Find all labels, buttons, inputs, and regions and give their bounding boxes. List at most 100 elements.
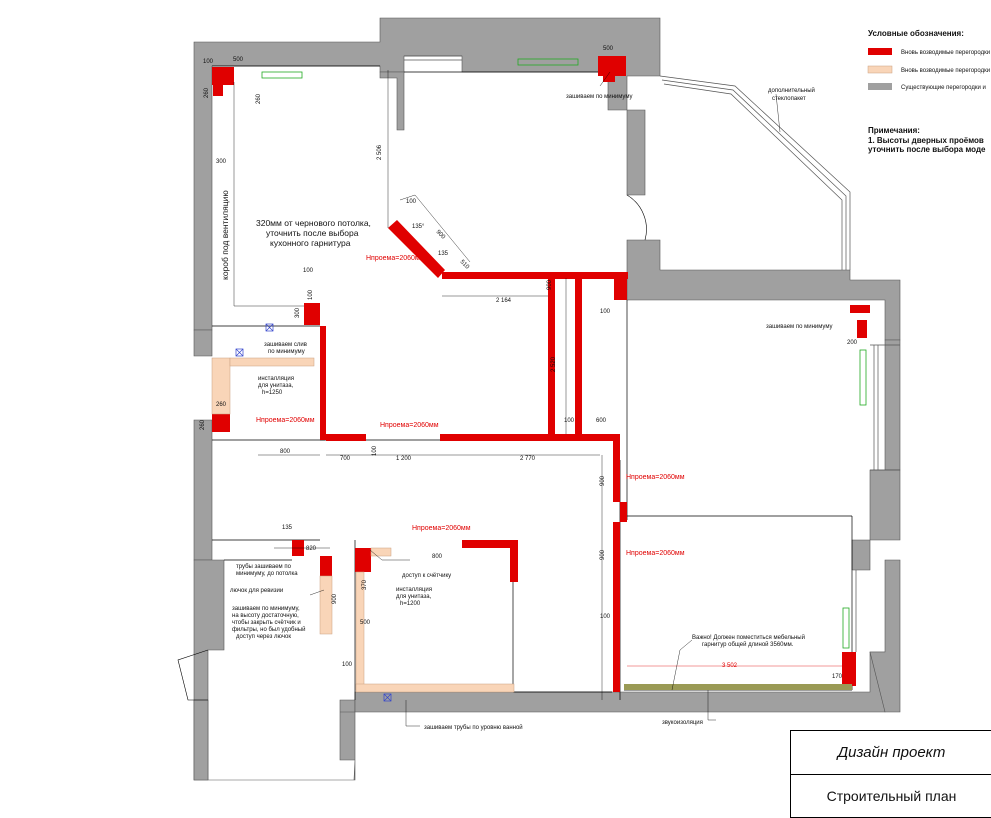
legend-swatch-beige xyxy=(867,65,893,74)
door-height-1: Hпроема=2060мм xyxy=(366,255,425,262)
dim-100-e: 100 xyxy=(308,289,314,300)
dim-135-deg: 135° xyxy=(412,224,425,230)
notes-line-1: 1. Высоты дверных проёмов xyxy=(868,136,984,145)
dim-2164: 2 164 xyxy=(496,298,512,304)
legend: Условные обозначения: Вновь возводимые п… xyxy=(867,29,990,154)
dim-2770: 2 770 xyxy=(520,456,536,462)
dim-100-f: 100 xyxy=(372,445,378,456)
dim-700: 700 xyxy=(340,456,351,462)
soundproof-note: звукоизоляция xyxy=(662,720,703,726)
stitch-min-note-1: зашиваем по минимуму xyxy=(566,94,633,100)
dim-100-d: 100 xyxy=(303,268,314,274)
dim-135: 135 xyxy=(438,251,449,257)
door-height-3: Hпроема=2060мм xyxy=(380,422,439,429)
install-2-line-1: инсталляция xyxy=(396,587,432,593)
dim-2520: 2 520 xyxy=(551,356,557,372)
legend-item-grey: Существующие перегородки и xyxy=(901,85,986,91)
install-2-line-3: h=1200 xyxy=(400,601,421,607)
vent-box-label: короб под вентиляцию xyxy=(220,190,230,280)
title-block-project: Дизайн проект xyxy=(790,730,991,774)
door-height-6: Hпроема=2060мм xyxy=(626,550,685,557)
hatch-note: лючок для ревизии xyxy=(230,588,283,594)
existing-walls xyxy=(193,17,901,781)
dim-900-b: 900 xyxy=(547,279,553,290)
windows xyxy=(404,55,900,652)
dim-300: 300 xyxy=(216,159,227,165)
markers xyxy=(235,323,392,702)
glazing-note-2: стеклопакет xyxy=(772,96,806,102)
dim-2506: 2 506 xyxy=(377,144,383,160)
install-1-line-1: инсталляция xyxy=(258,376,294,382)
pipes-note-1: трубы зашиваем по xyxy=(236,564,292,570)
ceiling-note-line-2: уточнить после выбора xyxy=(266,228,359,238)
door-height-2: Hпроема=2060мм xyxy=(256,417,315,424)
door-height-5: Hпроема=2060мм xyxy=(412,525,471,532)
legend-item-beige: Вновь возводимые перегородки xyxy=(901,68,990,74)
dim-900-e: 900 xyxy=(332,593,338,604)
new-partitions-red xyxy=(212,56,870,692)
meter-note-5: доступ через лючок xyxy=(236,634,291,640)
annotations: 320мм от чернового потолка, уточнить пос… xyxy=(220,87,833,731)
dim-3502: 3 502 xyxy=(722,663,738,669)
meter-access-note: доступ к счётчику xyxy=(402,573,451,579)
drain-note-2: по минимуму xyxy=(268,349,305,355)
dim-100-c: 100 xyxy=(406,199,417,205)
doors xyxy=(177,194,647,701)
dim-135-c: 135 xyxy=(282,525,293,531)
dim-800-b: 800 xyxy=(432,554,443,560)
dim-370: 370 xyxy=(362,579,368,590)
dim-170: 170 xyxy=(832,674,843,680)
room-outlines xyxy=(212,65,853,700)
dim-900-c: 900 xyxy=(600,475,606,486)
install-1-line-3: h=1250 xyxy=(262,390,283,396)
install-2-line-2: для унитаза, xyxy=(396,594,432,600)
dim-900-d: 900 xyxy=(600,549,606,560)
stitch-min-note-2: зашиваем по минимуму xyxy=(766,324,833,330)
dim-820: 820 xyxy=(306,546,317,552)
drain-note-1: зашиваем слив xyxy=(264,342,307,348)
dim-260-b: 260 xyxy=(256,93,262,104)
ceiling-note-line-3: кухонного гарнитура xyxy=(270,238,351,248)
legend-item-red: Вновь возводимые перегородки xyxy=(901,50,990,56)
dim-260-a: 260 xyxy=(204,87,210,98)
bath-pipes-note: зашиваем трубы по уровню ванной xyxy=(424,724,523,731)
ceiling-note-line-1: 320мм от чернового потолка, xyxy=(256,218,371,228)
dimension-lines xyxy=(233,70,852,727)
dim-500-b: 500 xyxy=(603,46,614,52)
dim-100-h: 100 xyxy=(564,418,575,424)
meter-note-2: на высоту достаточную, xyxy=(232,613,299,619)
legend-title: Условные обозначения: xyxy=(868,29,964,38)
legend-swatch-red xyxy=(868,48,892,55)
dim-300-b: 300 xyxy=(295,307,301,318)
glazing-note-1: дополнительный xyxy=(768,87,815,94)
dim-260-c: 260 xyxy=(216,402,227,408)
dim-510: 510 xyxy=(459,259,471,271)
radiators xyxy=(261,58,867,649)
dimension-labels: 500 100 260 260 500 2 506 300 100 135° 9… xyxy=(200,46,858,680)
dim-100-g: 100 xyxy=(600,309,611,315)
notes-title: Примечания: xyxy=(868,126,920,135)
dim-900-a: 900 xyxy=(435,229,447,241)
legend-swatch-grey xyxy=(868,83,892,90)
title-block-sheet: Строительный план xyxy=(790,774,991,818)
dim-100-j: 100 xyxy=(342,662,353,668)
dim-500-a: 500 xyxy=(233,57,244,63)
dim-500-c: 500 xyxy=(360,620,371,626)
dim-200: 200 xyxy=(847,340,858,346)
pipes-note-2: минимуму, до потолка xyxy=(236,571,298,577)
dim-800-a: 800 xyxy=(280,449,291,455)
dim-260-d: 260 xyxy=(200,419,206,430)
meter-note-4: фильтры, но был удобный xyxy=(232,626,305,633)
furniture-note-1: Важно! Должен поместиться мебельный xyxy=(692,634,805,641)
door-height-4: Hпроема=2060мм xyxy=(626,474,685,481)
dim-100-a: 100 xyxy=(203,59,214,65)
soundproof-strip xyxy=(624,684,852,690)
dim-100-i: 100 xyxy=(600,614,611,620)
dim-600: 600 xyxy=(596,418,607,424)
install-1-line-2: для унитаза, xyxy=(258,383,294,389)
dim-1200: 1 200 xyxy=(396,456,412,462)
furniture-note-2: гарнитур общей длиной 3560мм. xyxy=(702,641,794,648)
notes-line-2: уточнить после выбора моде xyxy=(868,145,986,154)
meter-note-3: чтобы закрыть счётчик и xyxy=(232,620,301,626)
